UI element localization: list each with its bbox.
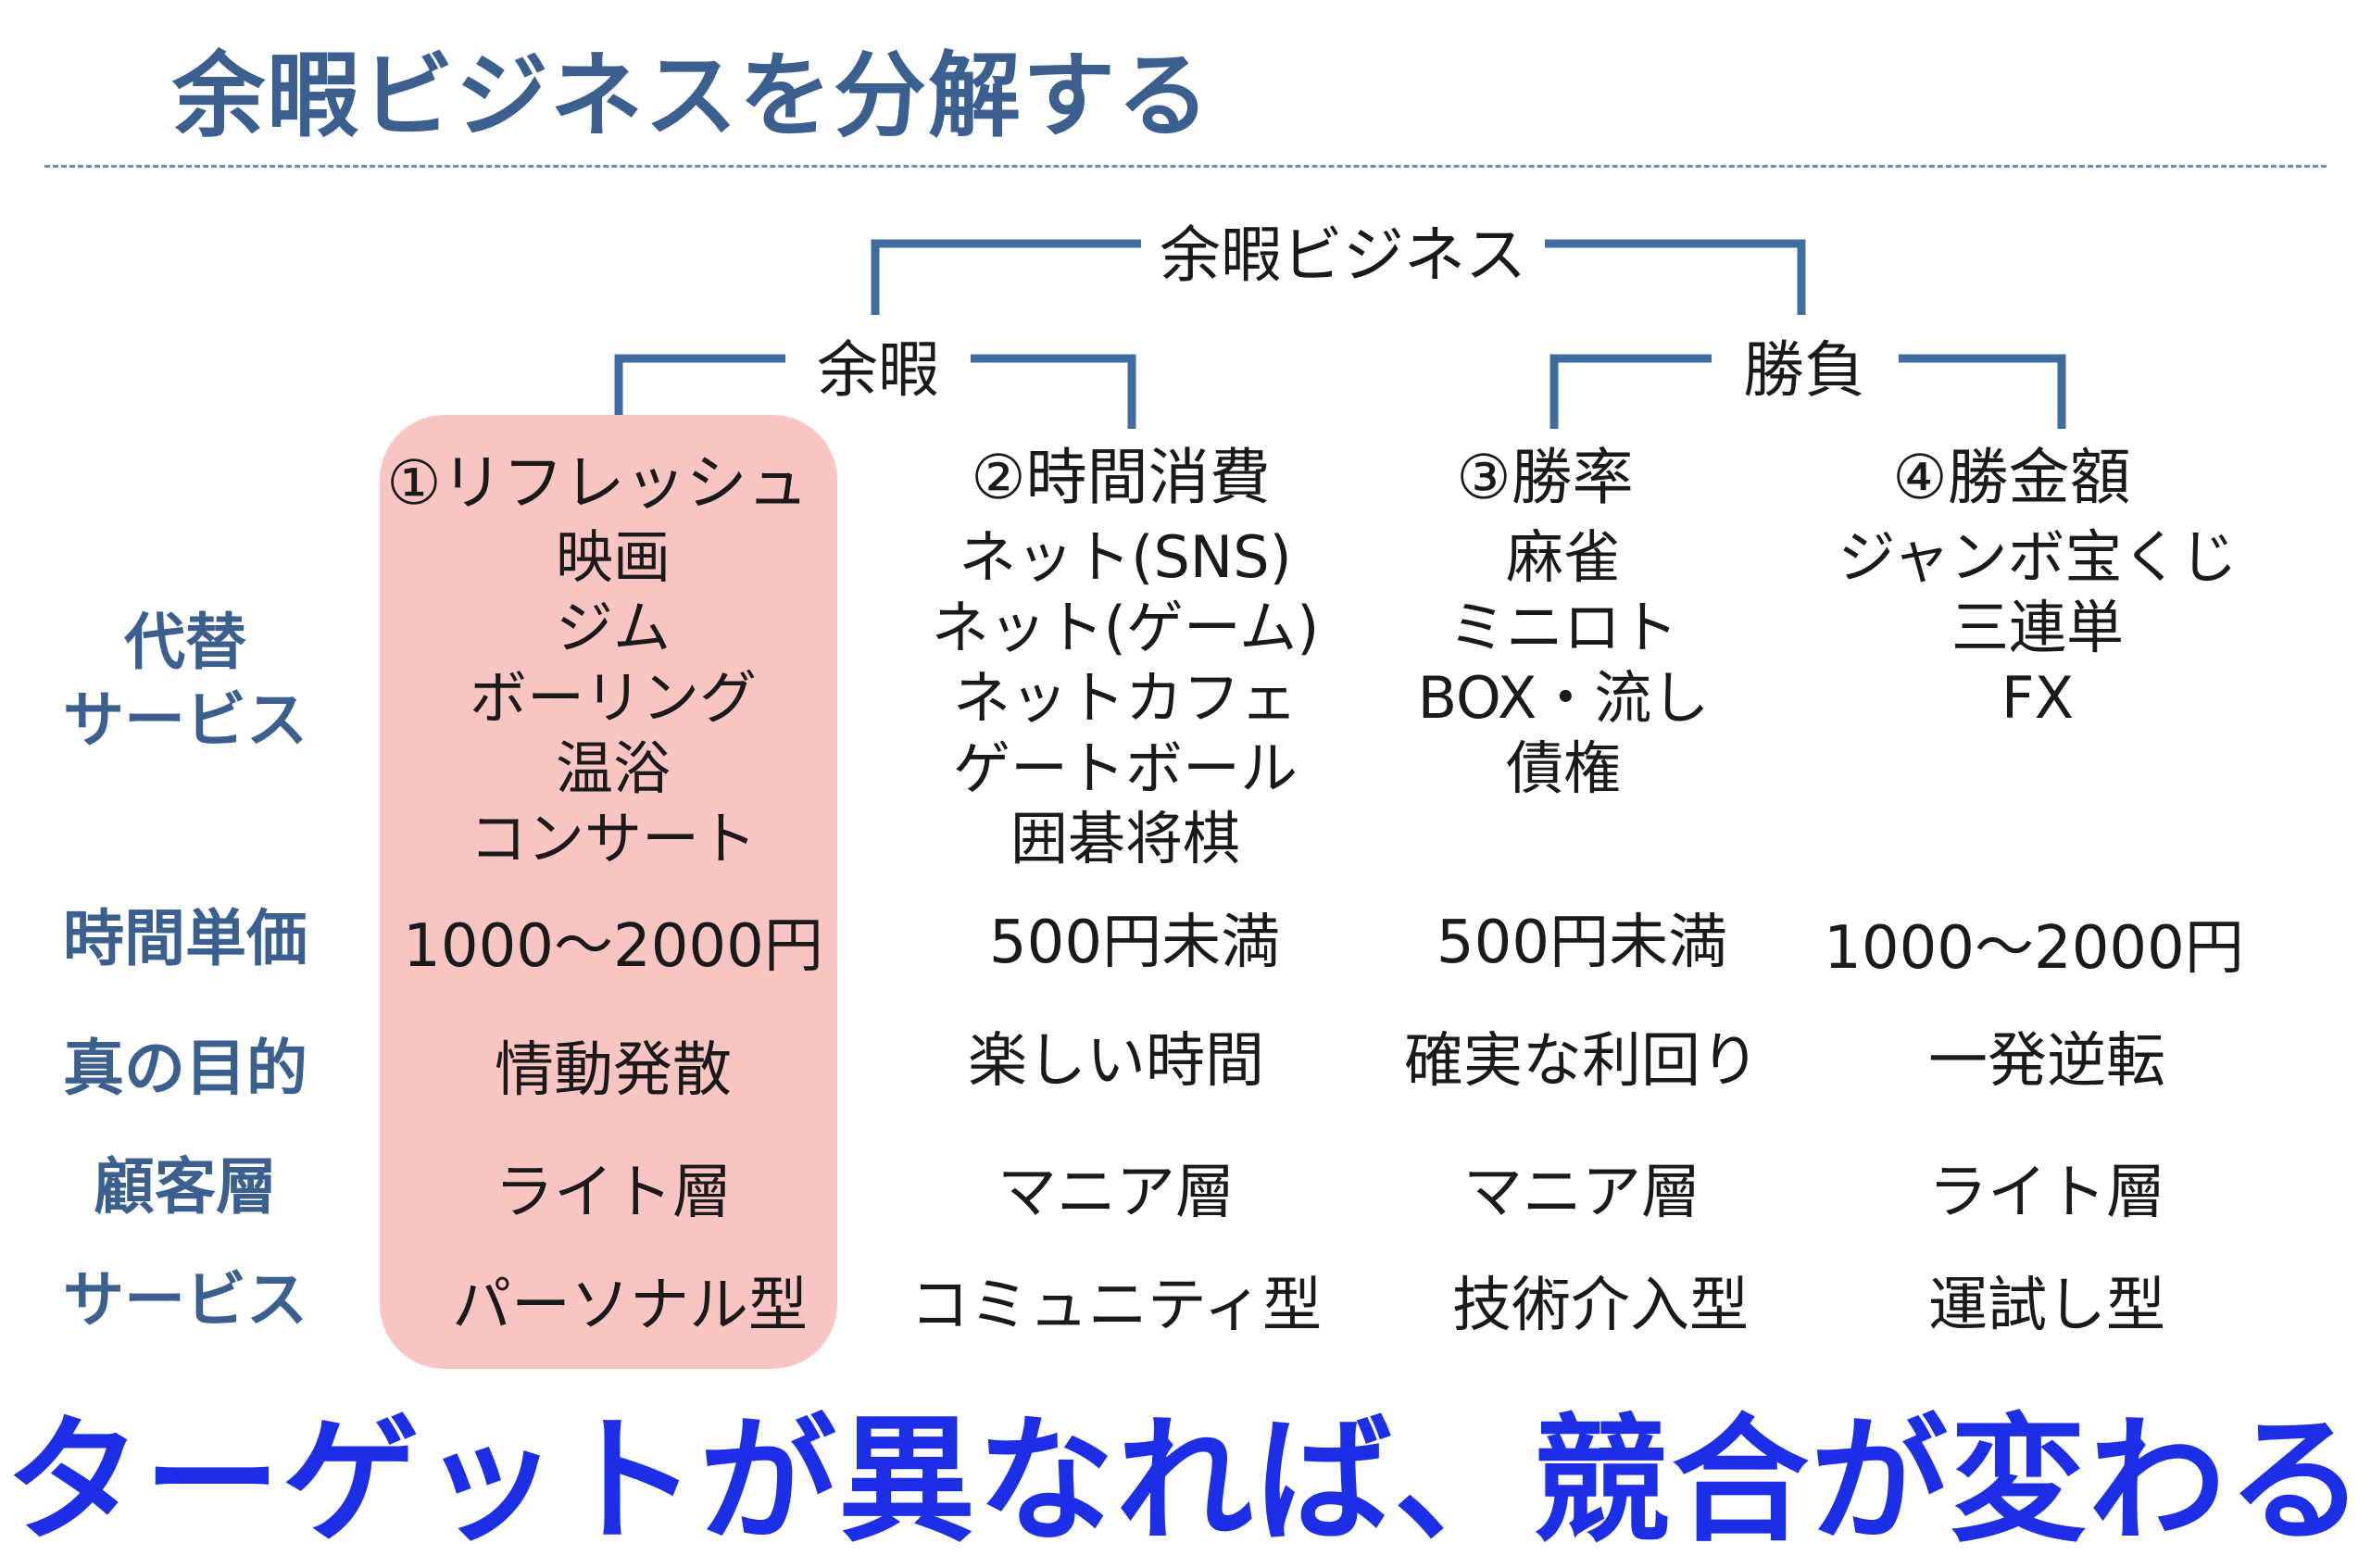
alternatives-list-time-consumption: ネット(SNS) ネット(ゲーム) ネットカフェ ゲートボール 囲碁将棋 [912, 522, 1338, 874]
column-heading: ②時間消費 [971, 442, 1271, 513]
right-to-col3-connector [1549, 354, 1712, 429]
alternatives-list-win-rate: 麻雀 ミニロト BOX・流し 債権 [1350, 522, 1776, 804]
list-item: ジム [555, 594, 671, 661]
row-label-customer-segment: 顧客層 [94, 1151, 277, 1223]
hourly-price-win-amount: 1000～2000円 [1824, 914, 2244, 983]
hourly-price-refresh: 1000～2000円 [403, 912, 823, 981]
service-refresh: パーソナル型 [452, 1272, 808, 1340]
list-item: ミニロト [1448, 594, 1678, 661]
tagline: ターゲットが異なれば、競合が変わる [5, 1401, 2366, 1561]
hourly-price-time-consumption: 500円未満 [988, 909, 1281, 977]
list-item: ボーリング [469, 664, 757, 732]
row-label-service: サービス [63, 1264, 307, 1336]
column-heading: ①リフレッシュ [386, 447, 809, 519]
row-label-true-purpose: 真の目的 [63, 1033, 307, 1104]
list-item: ネット(SNS) [959, 523, 1292, 591]
customer-segment-refresh: ライト層 [495, 1159, 732, 1227]
alternatives-list-win-amount: ジャンボ宝くじ 三連単 FX [1825, 522, 2251, 734]
list-item: ジャンボ宝くじ [1838, 523, 2238, 591]
list-item: 囲碁将棋 [1010, 805, 1240, 872]
column-time-consumption: ②時間消費 [908, 428, 1334, 517]
true-purpose-refresh: 情動発散 [495, 1036, 732, 1105]
service-time-consumption: コミュニティ型 [910, 1272, 1323, 1340]
list-item: コンサート [469, 805, 757, 872]
customer-segment-win-rate: マニア層 [1463, 1159, 1700, 1227]
true-purpose-win-rate: 確実な利回り [1404, 1027, 1760, 1096]
alternatives-list-refresh: 映画 ジム ボーリング 温浴 コンサート [400, 522, 826, 874]
list-item: 映画 [555, 523, 671, 591]
list-item: ゲートボール [952, 734, 1298, 802]
customer-segment-time-consumption: マニア層 [997, 1159, 1235, 1227]
tree-root: 余暇ビジネス [1147, 206, 1539, 295]
left-to-col2-connector [971, 354, 1136, 429]
customer-segment-win-amount: ライト層 [1928, 1159, 2165, 1227]
title-divider [44, 165, 2327, 168]
column-win-rate: ③勝率 [1332, 428, 1758, 517]
list-item: BOX・流し [1417, 664, 1710, 732]
list-item: FX [2001, 664, 2075, 732]
true-purpose-time-consumption: 楽しい時間 [968, 1027, 1264, 1096]
hourly-price-win-rate: 500円未満 [1436, 909, 1728, 977]
true-purpose-win-amount: 一発逆転 [1928, 1027, 2165, 1096]
column-win-amount: ④勝金額 [1799, 428, 2225, 517]
page-title: 余暇ビジネスを分解する [172, 42, 1211, 150]
tree-branch-competition: 勝負 [1730, 320, 1878, 409]
tree-connectors [614, 239, 2066, 429]
service-win-rate: 技術介入型 [1452, 1272, 1749, 1340]
right-to-col4-connector [1899, 354, 2066, 429]
list-item: ネット(ゲーム) [931, 594, 1320, 661]
column-refresh: ①リフレッシュ [384, 433, 810, 522]
column-heading: ④勝金額 [1892, 442, 2131, 513]
list-item: ネットカフェ [952, 664, 1298, 732]
list-item: 債権 [1505, 734, 1621, 802]
list-item: 三連単 [1951, 594, 2124, 661]
row-label-alternatives: 代替 サービス [63, 607, 307, 756]
row-label-hourly-price: 時間単価 [63, 903, 307, 974]
root-to-left-connector [871, 239, 1141, 315]
refresh-column-highlight [380, 415, 837, 1369]
list-item: 麻雀 [1505, 523, 1621, 591]
column-heading: ③勝率 [1456, 442, 1634, 513]
service-win-amount: 運試し型 [1928, 1272, 2165, 1340]
left-to-col1-connector [614, 354, 785, 429]
tree-branch-leisure: 余暇 [804, 320, 952, 409]
root-to-right-connector [1545, 239, 1806, 315]
list-item: 温浴 [555, 734, 671, 802]
